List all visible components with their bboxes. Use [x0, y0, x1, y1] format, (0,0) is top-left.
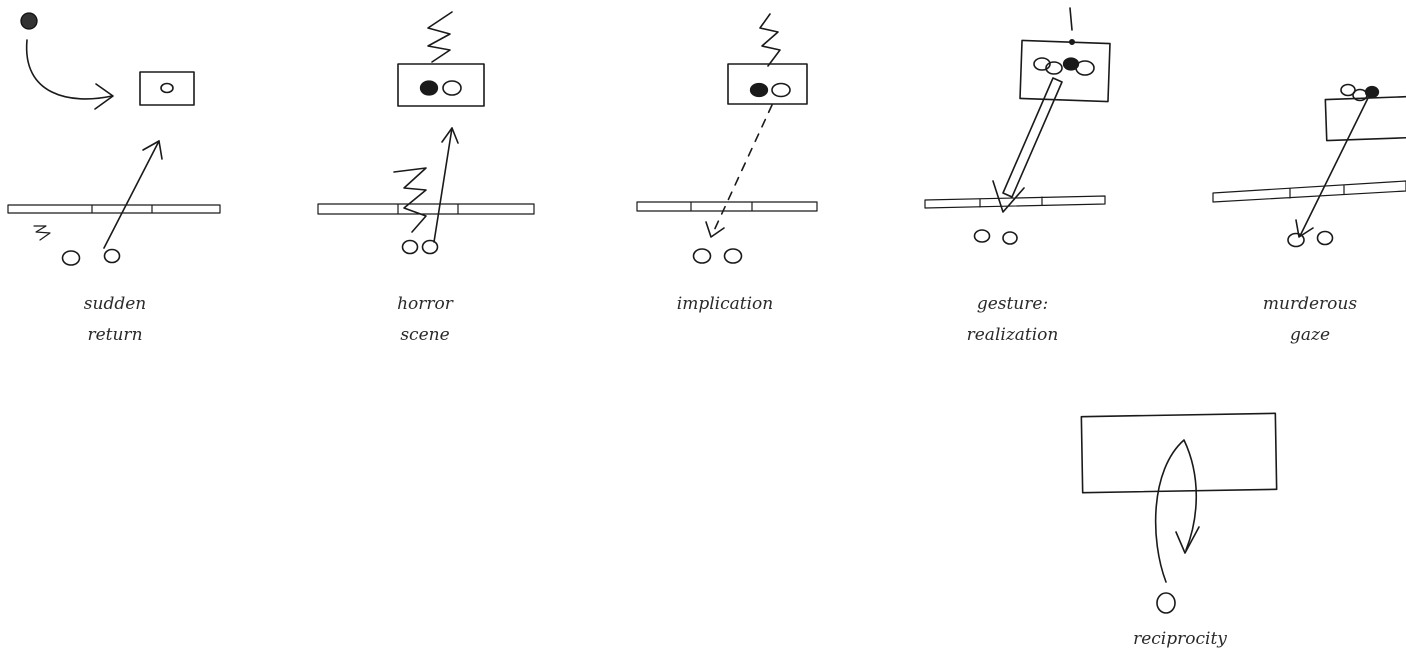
- shock-zigzag: [427, 11, 453, 63]
- caption-gesture-realization: gesture: realization: [950, 289, 1075, 351]
- screen-frame: [727, 63, 808, 105]
- screen-frame: [1019, 39, 1111, 103]
- screen-figure-dark: [749, 82, 769, 98]
- screen-figure-light: [771, 82, 791, 98]
- screen-figure-light: [442, 80, 462, 96]
- dashed-gaze-arrow: [711, 104, 773, 236]
- reciprocal-loop-arrow: [1154, 439, 1198, 583]
- caption-line: sudden: [83, 294, 147, 314]
- viewer-figure-left: [61, 250, 81, 266]
- caption-reciprocity: reciprocity: [1120, 624, 1240, 655]
- stage-bar: [1212, 180, 1406, 203]
- screen-figure: [160, 82, 174, 94]
- caption-line: realization: [966, 325, 1059, 345]
- caption-line: horror: [397, 294, 453, 314]
- pointing-arrow-shaft: [1002, 77, 1063, 198]
- hatched-figure: [20, 12, 38, 30]
- viewer-figure-left: [692, 248, 712, 264]
- viewer-figure-right: [1316, 230, 1334, 246]
- screen-figure-dark: [1364, 85, 1380, 99]
- panel-implication: [636, 13, 818, 264]
- screen-frame: [139, 71, 195, 106]
- gaze-arrow: [1299, 97, 1369, 237]
- viewer-figure-right: [723, 248, 743, 264]
- screen-figure-mid: [1045, 61, 1063, 75]
- panel-murderous-gaze: [1212, 83, 1406, 248]
- caption-line: gaze: [1289, 325, 1331, 345]
- exclamation-stroke: [1069, 7, 1073, 31]
- caption-line: implication: [676, 294, 774, 314]
- caption-line: return: [87, 325, 143, 345]
- viewer-figure-left: [973, 229, 991, 243]
- viewer-figure: [1156, 592, 1176, 614]
- screen-figure-right: [1075, 60, 1095, 76]
- caption-implication: implication: [660, 289, 790, 320]
- shock-zigzag: [759, 13, 781, 67]
- caption-line: murderous: [1262, 294, 1358, 314]
- caption-murderous-gaze: murderous gaze: [1250, 289, 1370, 351]
- stage-bar: [924, 195, 1106, 209]
- screen-frame: [1080, 412, 1278, 494]
- stage-bar: [317, 203, 535, 215]
- stage-bar: [636, 201, 818, 212]
- caption-line: reciprocity: [1133, 629, 1227, 649]
- viewer-figure-right: [1002, 231, 1018, 245]
- viewer-figure-left: [1287, 232, 1305, 248]
- curved-arrow: [25, 39, 113, 100]
- zigzag-mark: [33, 225, 51, 241]
- caption-sudden-return: sudden return: [60, 289, 170, 351]
- panel-horror-scene: [317, 11, 535, 255]
- gaze-arrowhead: [441, 127, 459, 144]
- gaze-arrowhead: [1295, 219, 1314, 238]
- dashed-gaze-arrowhead: [705, 221, 725, 238]
- pointing-arrowhead: [992, 180, 1025, 213]
- screen-frame: [397, 63, 485, 107]
- caption-horror-scene: horror scene: [370, 289, 480, 351]
- screen-figure-dark: [419, 80, 439, 96]
- panel-sudden-return: [7, 12, 221, 266]
- panel-reciprocity: [1080, 412, 1278, 614]
- viewer-figure-right: [103, 248, 121, 264]
- curved-arrowhead: [94, 83, 114, 110]
- reciprocal-arrowhead: [1175, 526, 1200, 554]
- stage-bar: [7, 204, 221, 214]
- caption-line: scene: [400, 325, 450, 345]
- viewer-figure-right: [421, 239, 439, 255]
- gaze-arrow: [433, 127, 453, 243]
- screen-figure-left: [1340, 83, 1356, 97]
- panel-gesture-realization: [924, 7, 1111, 245]
- screen-figure-left: [1033, 57, 1051, 71]
- gaze-arrow: [103, 140, 160, 249]
- shock-zigzag-lower: [393, 167, 427, 233]
- viewer-figure-left: [401, 239, 419, 255]
- gaze-arrowhead: [142, 140, 163, 160]
- caption-line: gesture:: [976, 294, 1049, 314]
